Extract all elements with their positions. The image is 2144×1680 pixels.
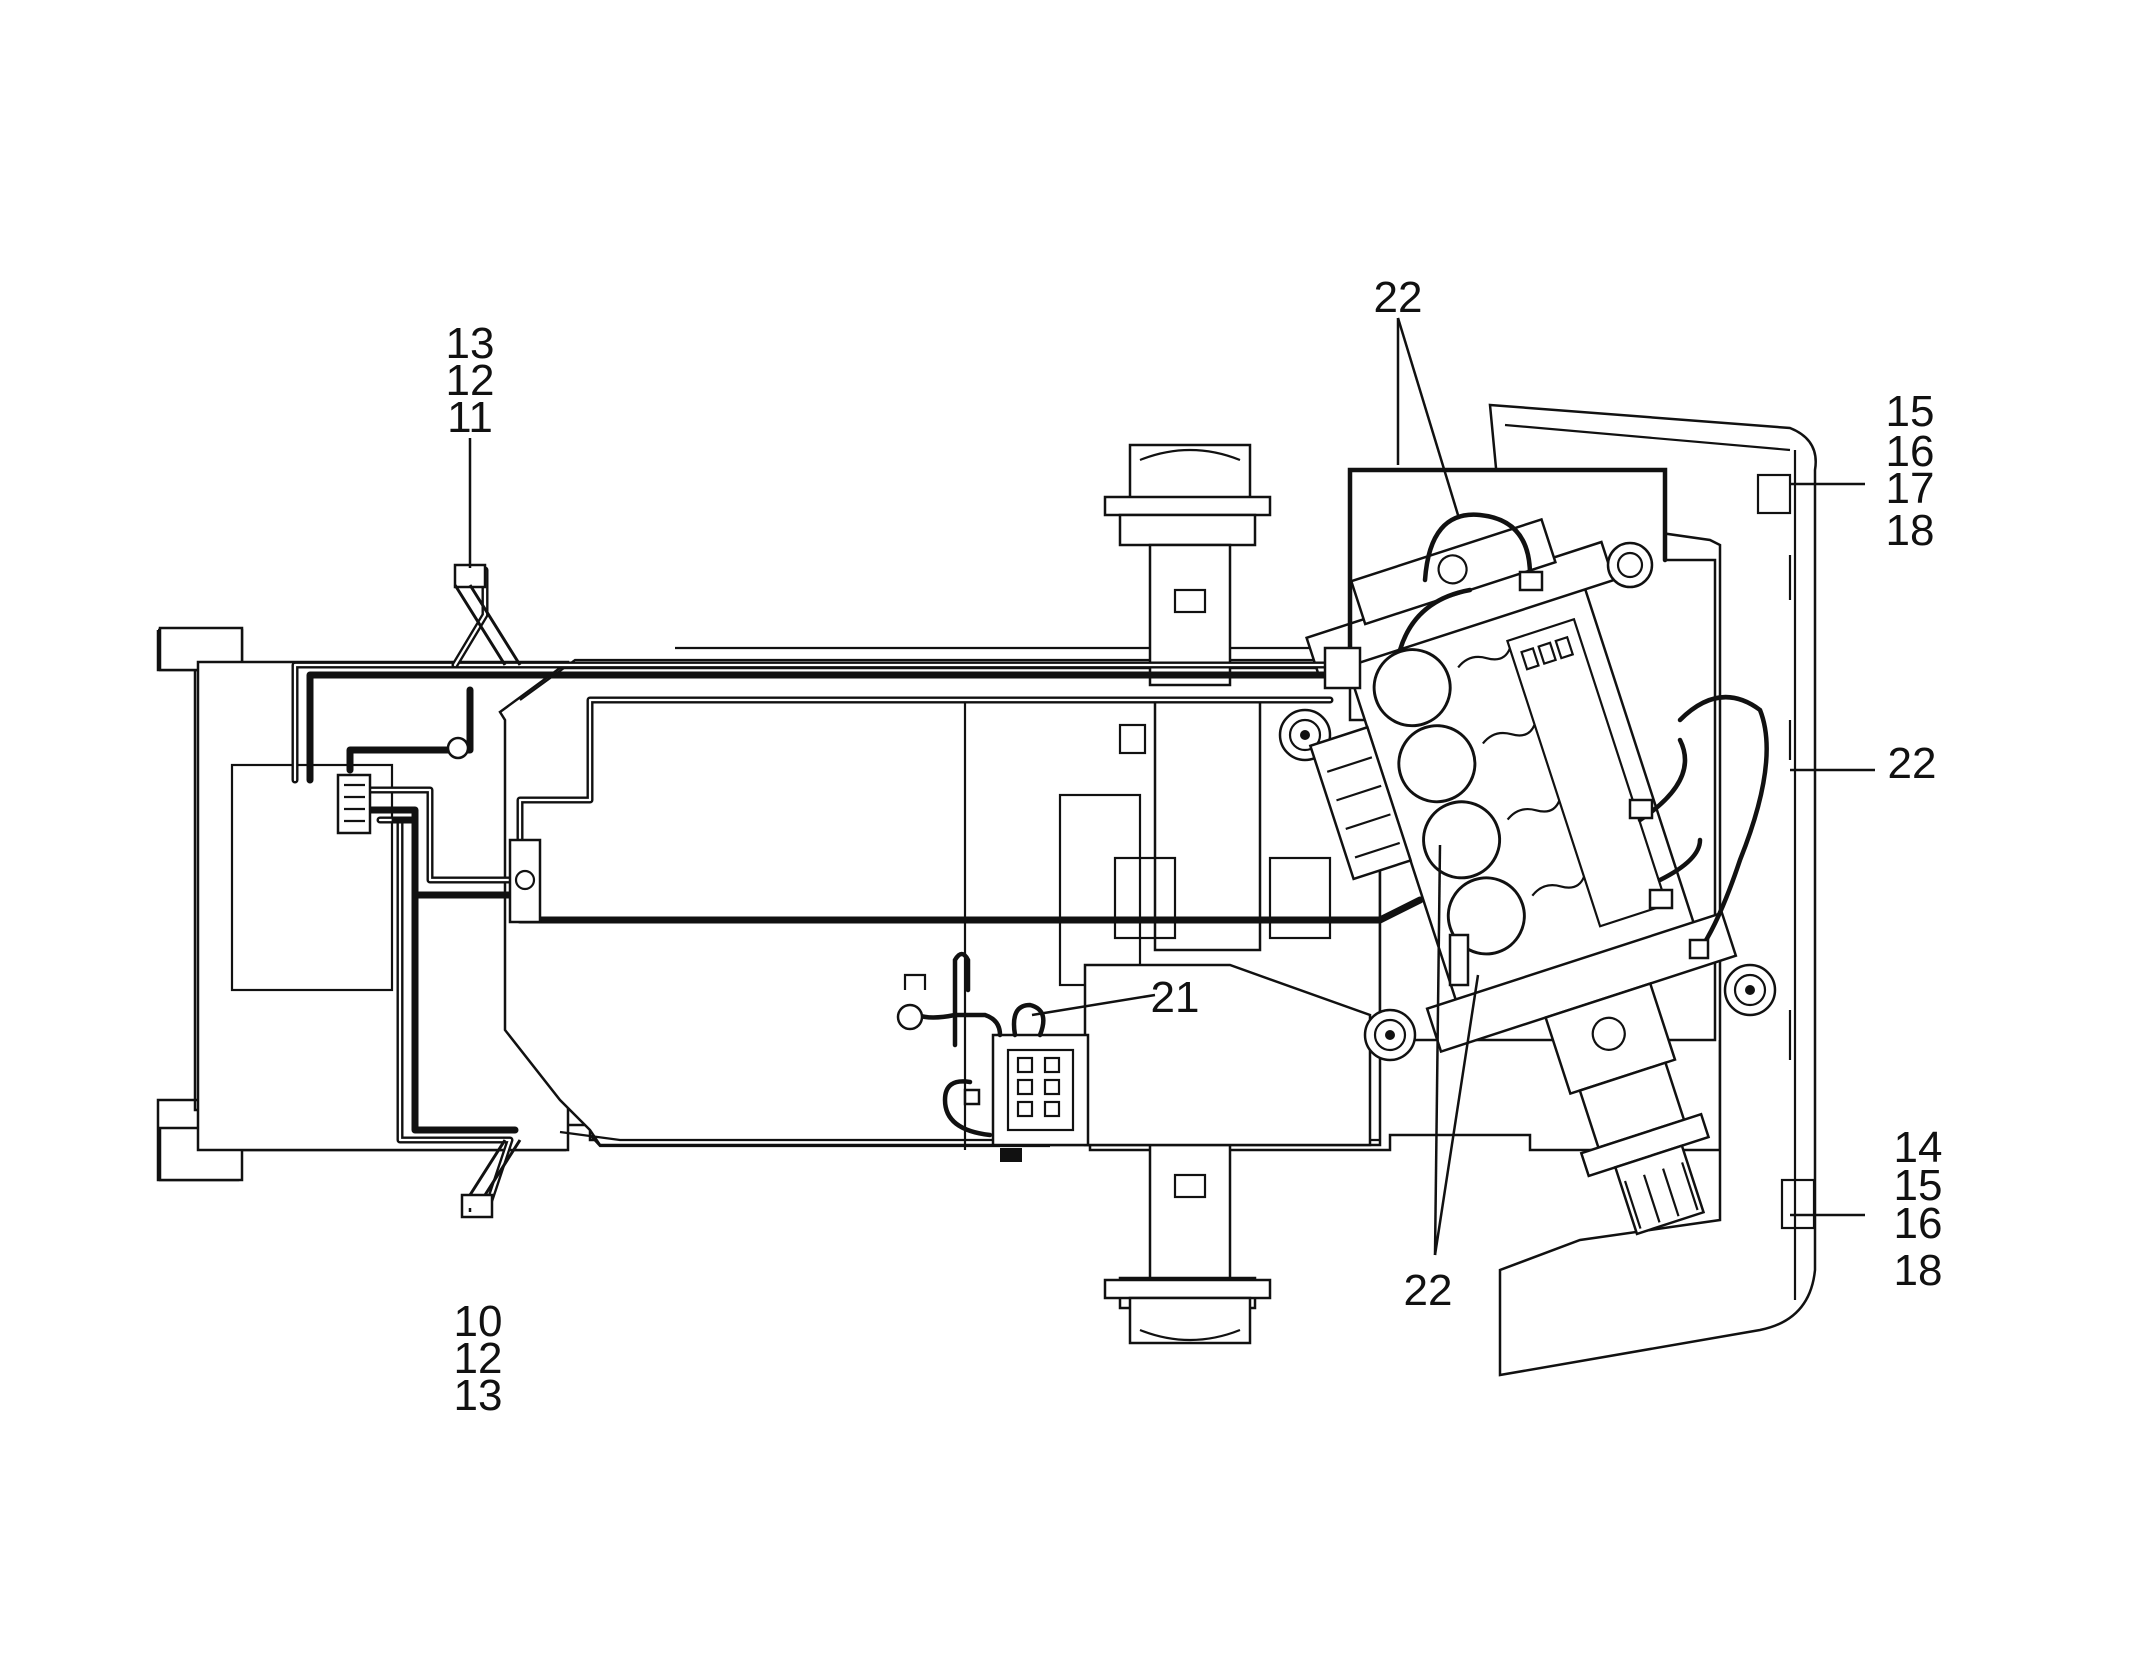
callout-right-bottom-1: 14 (1894, 1123, 1943, 1172)
callout-left-top-3: 11 (447, 393, 493, 442)
callout-right-bottom-2: 15 (1894, 1161, 1943, 1210)
callout-left-bottom-1: 10 (454, 1297, 503, 1346)
callout-leaders (468, 317, 1875, 1256)
callout-left-top-2: 12 (446, 356, 495, 405)
callout-battery-box: 21 (1151, 973, 1200, 1022)
drive-wheel-bottom (1103, 1143, 1272, 1345)
drive-wheel (1278, 541, 1777, 1062)
callout-left-bottom-2: 12 (454, 1334, 503, 1383)
fuse-relay-box (896, 951, 1090, 1162)
callout-right-top-2: 16 (1886, 427, 1935, 476)
callout-labels: 13 12 11 10 12 13 15 16 17 18 14 15 16 1… (446, 273, 1943, 1420)
electrical-connector (336, 563, 1362, 1219)
engine-wiring (1397, 512, 1769, 987)
callout-left-bottom-3: 13 (454, 1371, 503, 1420)
callout-right-top-3: 17 (1886, 464, 1935, 513)
callout-harness-bottom: 22 (1404, 1266, 1453, 1315)
callout-right-top-4: 18 (1886, 506, 1935, 555)
callout-right-bottom-3: 16 (1894, 1199, 1943, 1248)
callout-harness-right: 22 (1888, 739, 1937, 788)
callout-left-top-1: 13 (446, 319, 495, 368)
rear-counterweight (1488, 403, 1817, 1377)
callout-harness-top: 22 (1374, 273, 1423, 322)
main-wiring-harness (291, 467, 1668, 1204)
callout-right-top-1: 15 (1886, 387, 1935, 436)
callout-right-bottom-4: 18 (1894, 1246, 1943, 1295)
engine-block (1278, 468, 1777, 1236)
